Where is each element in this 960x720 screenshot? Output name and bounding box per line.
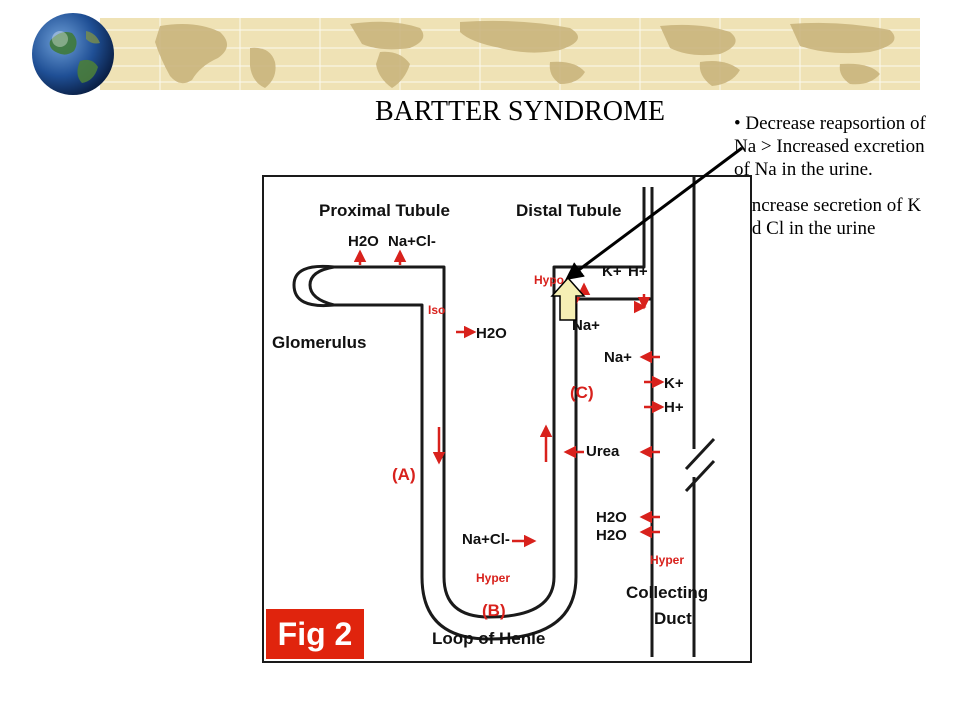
bullet-list: • Decrease reapsortion of Na > Increased… <box>734 112 939 253</box>
nacl-label: Na+Cl- <box>462 531 510 548</box>
iso-label: Iso <box>428 303 446 317</box>
bullet-item: • Increase secretion of K and Cl in the … <box>734 195 922 239</box>
label-b: (B) <box>482 601 506 620</box>
glomerulus-label: Glomerulus <box>272 333 367 352</box>
bullet-item: • Decrease reapsortion of Na > Increased… <box>734 113 926 180</box>
label-c: (C) <box>570 383 594 402</box>
h2o-label: H2O <box>348 233 379 250</box>
hyper-label: Hyper <box>476 571 511 585</box>
hypo-label: Hypo <box>534 273 564 287</box>
urea-label: Urea <box>586 443 620 460</box>
hyper-label: Hyper <box>650 553 685 567</box>
globe-icon <box>32 13 114 95</box>
proximal-tubule-label: Proximal Tubule <box>319 201 450 220</box>
nacl-label: Na+Cl- <box>388 233 436 250</box>
hydrogen-label: H+ <box>664 399 684 416</box>
potassium-label: K+ <box>664 375 684 392</box>
slide-title: BARTTER SYNDROME <box>374 96 665 127</box>
sodium-label: Na+ <box>604 349 632 366</box>
h2o-label: H2O <box>596 527 627 544</box>
label-a: (A) <box>392 465 416 484</box>
collecting-duct-label: Collecting <box>626 583 709 602</box>
h2o-label: H2O <box>596 509 627 526</box>
figure-badge: Fig 2 <box>266 609 364 659</box>
hydrogen-label: H+ <box>628 263 648 280</box>
potassium-label: K+ <box>602 263 622 280</box>
h2o-label: H2O <box>476 325 507 342</box>
collecting-duct-label: Duct <box>654 609 692 628</box>
world-map-banner <box>100 18 920 90</box>
nephron-figure: Proximal Tubule Distal Tubule Glomerulus… <box>262 175 752 663</box>
sodium-label: Na+ <box>572 317 600 334</box>
loop-of-henle-label: Loop of Henle <box>432 629 546 648</box>
distal-tubule-label: Distal Tubule <box>516 201 622 220</box>
